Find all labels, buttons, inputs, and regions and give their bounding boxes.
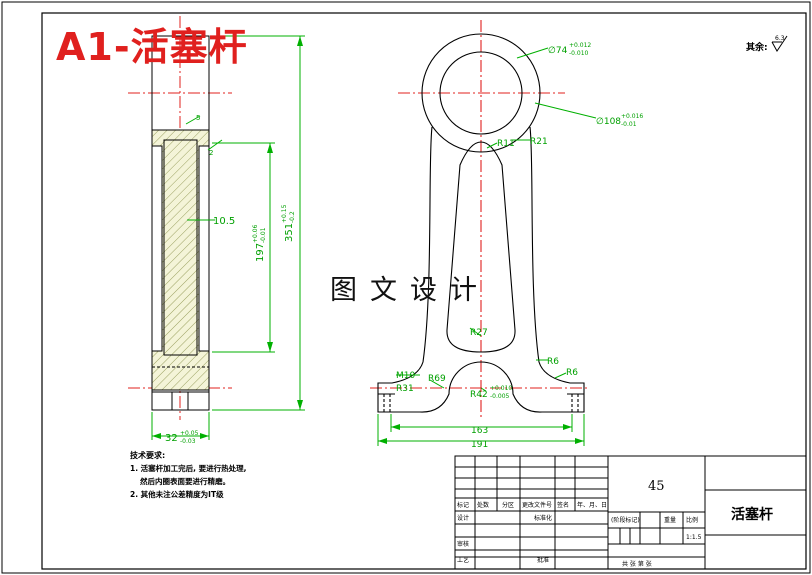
svg-text:-0.010: -0.010 — [569, 50, 589, 57]
svg-text:197: 197 — [255, 243, 266, 262]
big-end-bore — [439, 51, 523, 135]
dim-d108-label: ∅108 +0.016 -0.01 — [596, 113, 643, 128]
dim-r42-label: R42 +0.010 -0.005 — [470, 385, 512, 400]
tb-design: 设计 — [457, 514, 469, 522]
svg-text:+0.012: +0.012 — [569, 42, 591, 49]
svg-text:+0.05: +0.05 — [180, 430, 199, 437]
tb-process: 工艺 — [457, 556, 469, 564]
tb-zone: 分区 — [502, 501, 514, 509]
dim-10-5: 10.5 — [213, 216, 235, 227]
dim-m10: M10 — [396, 371, 415, 381]
svg-text:351: 351 — [284, 223, 295, 242]
big-end-outer-circle — [421, 33, 541, 153]
tb-date: 年、月、日 — [577, 501, 607, 509]
dim-r6-b: R6 — [566, 368, 578, 378]
notes-line-3: 2. 其他未注公差精度为IT级 — [130, 489, 224, 499]
dim-r69: R69 — [428, 374, 446, 384]
dim-angle-5: 5 — [196, 114, 200, 122]
rod-outline — [377, 126, 585, 413]
technical-notes: 技术要求: 1. 活塞杆加工完后, 要进行热处理, 然后内圈表面要进行精磨。 2… — [130, 450, 247, 499]
dim-191: 191 — [471, 440, 488, 450]
svg-text:+0.016: +0.016 — [621, 113, 643, 120]
dim-163: 163 — [471, 426, 488, 436]
svg-text:-0.005: -0.005 — [490, 393, 510, 400]
svg-text:-0.2: -0.2 — [289, 211, 296, 223]
svg-text:R42: R42 — [470, 390, 488, 400]
title-block — [454, 455, 807, 570]
side-view — [128, 16, 232, 420]
dim-r27: R27 — [470, 328, 488, 338]
tb-mark: 标记 — [457, 501, 469, 509]
tb-sheets: 共 张 第 张 — [622, 560, 652, 568]
title-block-labels: 标记 处数 分区 更改文件号 签名 年、月、日 设计 标准化 审核 工艺 批准 … — [457, 501, 702, 568]
tb-material: 45 — [648, 479, 665, 494]
dim-r21: R21 — [530, 137, 548, 147]
tb-approve: 批准 — [537, 556, 549, 564]
notes-heading: 技术要求: — [130, 450, 165, 460]
dim-r31: R31 — [396, 384, 414, 394]
dim-197-label: 197 +0.06 -0.01 — [252, 224, 267, 262]
dim-small-2: 2 — [209, 149, 213, 157]
tb-count: 处数 — [477, 501, 489, 509]
dim-r11: R11 — [497, 139, 515, 149]
tb-docno: 更改文件号 — [522, 501, 552, 509]
dim-d74-label: ∅74 +0.012 -0.010 — [548, 42, 591, 57]
tb-review: 审核 — [457, 540, 469, 548]
tb-stage: (阶段标记) — [611, 516, 640, 524]
tb-ratio: 比例 — [686, 516, 698, 524]
inner-border — [41, 12, 807, 570]
roughness-label: 其余: — [746, 41, 768, 53]
dim-32-label: 32 +0.05 -0.03 — [165, 430, 199, 445]
svg-text:-0.01: -0.01 — [621, 121, 637, 128]
watermark-text: 图文设计 — [330, 275, 490, 306]
svg-text:+0.010: +0.010 — [490, 385, 512, 392]
notes-line-2: 然后内圈表面要进行精磨。 — [140, 476, 230, 486]
front-view — [370, 20, 590, 418]
svg-text:-0.03: -0.03 — [180, 438, 196, 445]
svg-text:+0.06: +0.06 — [252, 224, 259, 243]
roughness-symbol-icon — [771, 35, 788, 52]
tb-weight: 重量 — [664, 516, 676, 524]
tb-scale: 1:1.5 — [686, 534, 702, 541]
dim-351-label: 351 +0.15 -0.2 — [281, 204, 296, 242]
svg-text:+0.15: +0.15 — [281, 204, 288, 223]
tb-sign: 签名 — [557, 501, 569, 509]
tb-standard: 标准化 — [534, 514, 552, 522]
dim-r6-a: R6 — [547, 357, 559, 367]
notes-line-1: 1. 活塞杆加工完后, 要进行热处理, — [130, 463, 247, 473]
svg-text:-0.01: -0.01 — [260, 227, 267, 243]
roughness-value: 6.3 — [775, 35, 785, 42]
drawing-title: A1-活塞杆 — [56, 25, 248, 69]
side-dimensions — [151, 35, 305, 440]
rod-window — [446, 141, 516, 353]
front-dimensions — [377, 47, 597, 446]
svg-text:∅74: ∅74 — [548, 46, 568, 56]
svg-text:∅108: ∅108 — [596, 117, 621, 127]
svg-text:32: 32 — [165, 433, 178, 444]
tb-part-name: 活塞杆 — [731, 506, 773, 523]
